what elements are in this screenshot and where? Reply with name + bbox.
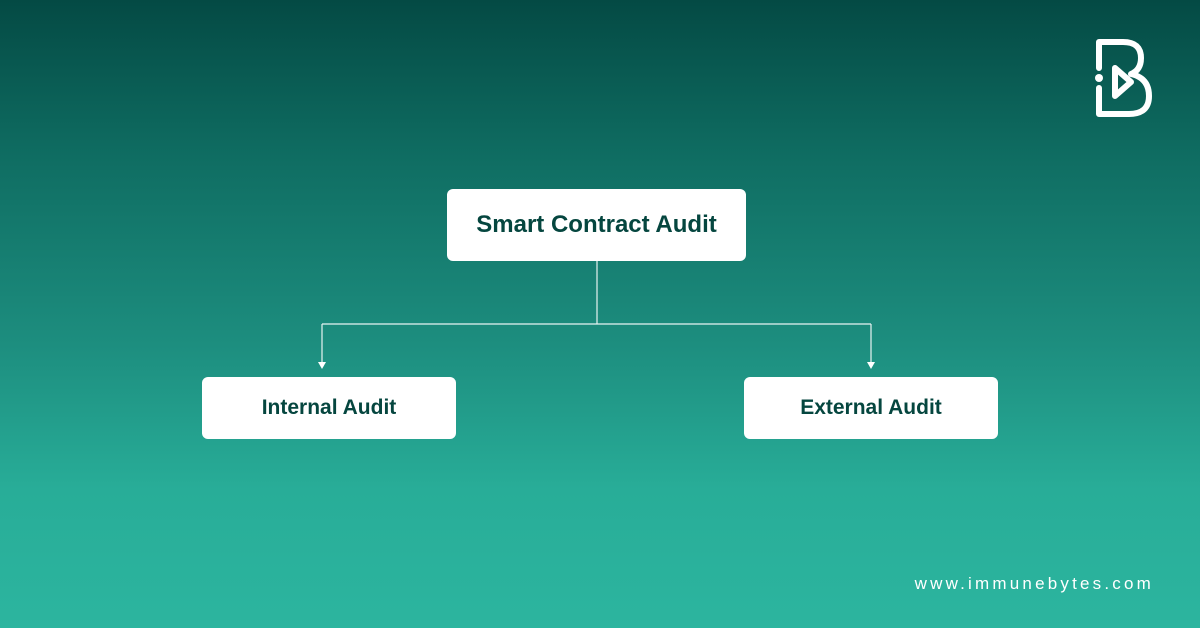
node-root-label: Smart Contract Audit	[476, 211, 717, 238]
node-internal-audit-label: Internal Audit	[261, 396, 397, 419]
website-url: www.immunebytes.com	[914, 574, 1154, 593]
node-internal-audit: Internal Audit	[202, 377, 456, 439]
arrowhead-left	[318, 362, 326, 369]
node-external-audit: External Audit	[744, 377, 998, 439]
arrowhead-right	[867, 362, 875, 369]
node-external-audit-label: External Audit	[800, 396, 942, 419]
node-smart-contract-audit: Smart Contract Audit	[447, 189, 746, 261]
immunebytes-logo-icon	[1095, 39, 1152, 117]
